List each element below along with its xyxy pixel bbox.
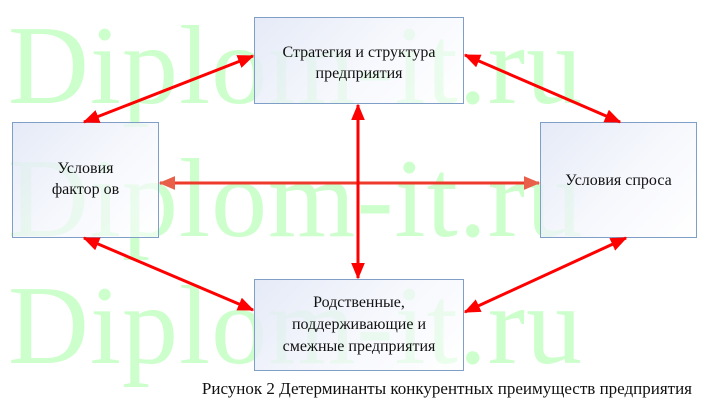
figure-caption: Рисунок 2 Детерминанты конкурентных преи… <box>201 379 692 398</box>
node-label: Условия фактор ов <box>51 160 120 198</box>
node-strategy-structure: Стратегия и структура предприятия <box>254 17 464 104</box>
node-factor-conditions: Условия фактор ов <box>12 122 159 238</box>
node-label: Стратегия и структура предприятия <box>282 43 436 82</box>
node-label: Родственные, поддерживающие и смежные пр… <box>282 294 436 355</box>
node-demand-conditions: Условия спроса <box>540 122 697 238</box>
node-label: Условия спроса <box>565 171 672 189</box>
node-related-industries: Родственные, поддерживающие и смежные пр… <box>254 279 464 371</box>
